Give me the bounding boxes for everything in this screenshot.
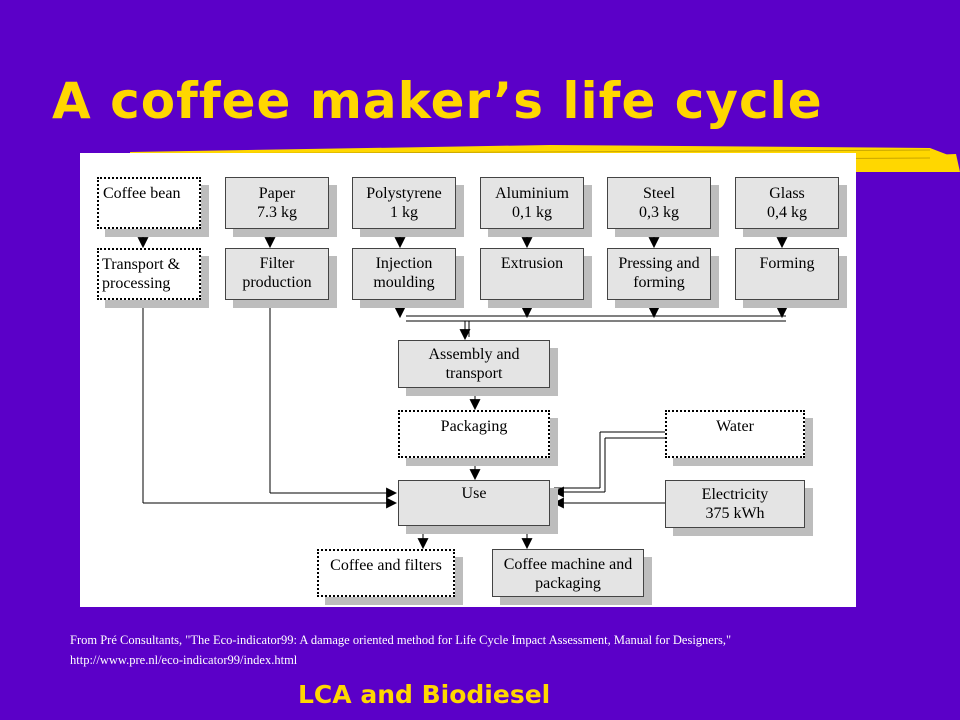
electricity-box: Electricity 375 kWh <box>665 480 805 528</box>
water-box: Water <box>665 410 805 458</box>
credit-url: http://www.pre.nl/eco-indicator99/index.… <box>70 653 298 667</box>
coffee-machine-packaging-box: Coffee machine and packaging <box>492 549 644 597</box>
forming-box: Forming <box>735 248 839 300</box>
polystyrene-box: Polystyrene 1 kg <box>352 177 456 229</box>
coffee-filters-box: Coffee and filters <box>317 549 455 597</box>
footer-title: LCA and Biodiesel <box>298 680 551 709</box>
diagram-panel: Coffee bean Paper 7.3 kg Polystyrene 1 k… <box>80 153 856 607</box>
coffee-bean-box: Coffee bean <box>97 177 201 229</box>
credit-citation: From Pré Consultants, "The Eco-indicator… <box>70 633 732 647</box>
steel-box: Steel 0,3 kg <box>607 177 711 229</box>
aluminium-box: Aluminium 0,1 kg <box>480 177 584 229</box>
extrusion-box: Extrusion <box>480 248 584 300</box>
filter-production-box: Filter production <box>225 248 329 300</box>
injection-moulding-box: Injection moulding <box>352 248 456 300</box>
glass-box: Glass 0,4 kg <box>735 177 839 229</box>
slide-title: A coffee maker’s life cycle <box>52 72 823 130</box>
pressing-forming-box: Pressing and forming <box>607 248 711 300</box>
source-credit: From Pré Consultants, "The Eco-indicator… <box>70 630 731 670</box>
packaging-box: Packaging <box>398 410 550 458</box>
use-box: Use <box>398 480 550 526</box>
assembly-transport-box: Assembly and transport <box>398 340 550 388</box>
flow-arrows <box>137 230 788 550</box>
transport-processing-box: Transport & processing <box>97 248 201 300</box>
paper-box: Paper 7.3 kg <box>225 177 329 229</box>
